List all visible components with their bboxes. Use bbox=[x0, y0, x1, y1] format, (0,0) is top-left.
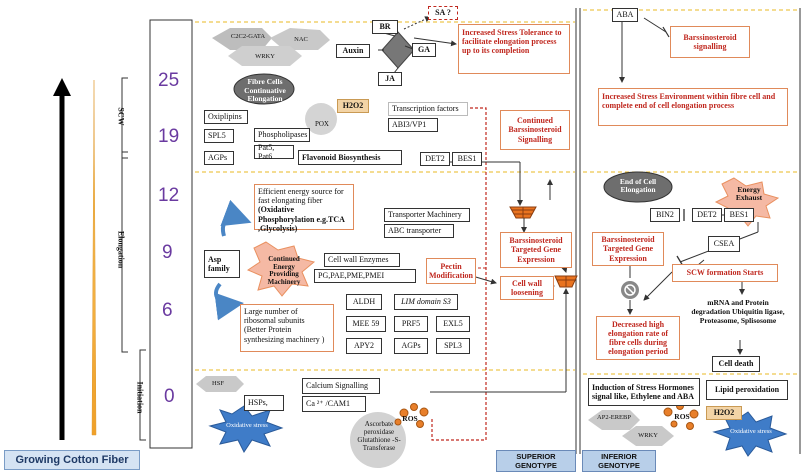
oxidative-stress-inferior: Oxidative stress bbox=[730, 428, 772, 435]
hormone-sa: SA ? bbox=[428, 6, 458, 20]
energy-source-text: Efficient energy source for fast elongat… bbox=[258, 187, 344, 206]
stage-scw-label: SCW bbox=[116, 107, 126, 126]
superior-genotype-label: SUPERIOR GENOTYPE bbox=[496, 450, 576, 472]
lipid-peroxidation-box: Lipid peroxidation bbox=[706, 380, 788, 400]
stage-day-25: 25 bbox=[158, 70, 180, 91]
apy2-box: APY2 bbox=[346, 338, 382, 354]
cell-death-box: Cell death bbox=[712, 356, 760, 372]
h2o2-inferior: H2O2 bbox=[706, 406, 742, 420]
hormone-ja: JA bbox=[378, 72, 402, 86]
ros-superior: ROS bbox=[402, 414, 418, 423]
det2-superior: DET2 bbox=[420, 152, 450, 166]
oxidative-star-superior bbox=[208, 405, 284, 453]
exl5-box: EXL5 bbox=[436, 316, 470, 332]
ascorbate-label: Ascorbate peroxidase Glutathione -S- Tra… bbox=[357, 420, 401, 453]
fiber-taper bbox=[91, 79, 97, 436]
stress-hormones-box: Induction of Stress Hormones signal like… bbox=[588, 378, 700, 406]
energy-exhaust-label: Energy Exhaust bbox=[735, 185, 763, 203]
br-targeted-inferior: Barssinosteroid Targeted Gene Expression bbox=[592, 232, 664, 266]
funnel-superior-2 bbox=[554, 275, 578, 288]
mee59-box: MEE 59 bbox=[346, 316, 386, 332]
stress-tolerance-box: Increased Stress Tolerance to facilitate… bbox=[458, 24, 570, 74]
agps-top-box: AGPs bbox=[204, 151, 234, 165]
stage-elongation-label: Elongation bbox=[116, 230, 126, 269]
tf-c2c2-gata-label: C2C2-GATA bbox=[230, 33, 266, 40]
prf5-box: PRF5 bbox=[394, 316, 428, 332]
stage-day-12: 12 bbox=[158, 185, 180, 206]
flavonoid-box: Flavonoid Biosynthesis bbox=[298, 150, 402, 165]
ribosomal-box: Large number of ribosomal subunits (Bett… bbox=[240, 304, 334, 352]
end-elongation-label: End of Cell Elongation bbox=[619, 177, 657, 195]
phospholipases-box: Phospholipases bbox=[254, 128, 310, 142]
scw-formation-box: SCW formation Starts bbox=[672, 264, 778, 282]
cell-wall-enzymes-box: Cell wall Enzymes bbox=[324, 253, 400, 267]
energy-source-box: Efficient energy source for fast elongat… bbox=[254, 184, 354, 233]
fibre-cells-label: Fibre Cells Continuative Elongation bbox=[244, 77, 286, 104]
hormone-ga: GA bbox=[412, 43, 436, 57]
lim-domain-box: LIM domain S3 bbox=[394, 294, 458, 310]
stage-day-19: 19 bbox=[158, 126, 180, 147]
hormone-br: BR bbox=[372, 20, 398, 34]
ca-cam1-box: Ca ²⁺ /CAM1 bbox=[302, 396, 366, 412]
continued-br-signalling-box: Continued Barssinosteroid Signalling bbox=[500, 110, 570, 150]
bin2-box: BIN2 bbox=[650, 208, 680, 222]
oxilipins-box: Oxiplipins bbox=[204, 110, 248, 124]
oxidative-stress-superior: Oxidative stress bbox=[226, 422, 268, 429]
hsps-box: HSPs, bbox=[244, 395, 284, 411]
br-targeted-superior: Barssinosteroid Targeted Gene Expression bbox=[500, 232, 572, 268]
ap2-erebp-label: AP2-EREBP bbox=[597, 414, 631, 421]
br-signalling-inferior: Barssinosteroid signalling bbox=[670, 26, 750, 58]
spl3-box: SPL3 bbox=[436, 338, 470, 354]
oxidative-star-inferior bbox=[712, 411, 788, 457]
stress-environment-box: Increased Stress Environment within fibr… bbox=[598, 88, 788, 126]
pat-box: Pat5, Pat6 bbox=[254, 143, 294, 161]
mrna-degradation-text: mRNA and Protein degradation Ubiquitin l… bbox=[691, 298, 785, 325]
ribosomal-detail: (Better Protein synthesizing machinery ) bbox=[244, 325, 325, 344]
growing-cotton-fiber-title: Growing Cotton Fiber bbox=[4, 450, 140, 470]
abc-transporter-box: ABC transporter bbox=[384, 224, 454, 238]
wrky-inferior-label: WRKY bbox=[638, 432, 658, 439]
bes1-inferior: BES1 bbox=[724, 208, 754, 222]
inhibit-symbol bbox=[621, 281, 639, 299]
det2-inferior: DET2 bbox=[692, 208, 722, 222]
funnel-superior-1 bbox=[509, 206, 537, 219]
inferior-genotype-label: INFERIOR GENOTYPE bbox=[582, 450, 656, 472]
transporter-machinery-box: Transporter Machinery bbox=[384, 208, 470, 222]
hsf-label: HSF bbox=[212, 380, 224, 387]
h2o2-superior: H2O2 bbox=[337, 99, 369, 113]
ribosomal-text: Large number of ribosomal subunits bbox=[244, 307, 305, 326]
ros-inferior: ROS bbox=[674, 412, 690, 421]
energy-machinery-label: Continued Energy Providing Machinery bbox=[267, 255, 301, 287]
cell-wall-loosening-box: Cell wall loosening bbox=[500, 276, 554, 300]
aba-box: ABA bbox=[612, 8, 638, 22]
cell-wall-pg-box: PG,PAE,PME,PMEI bbox=[314, 269, 416, 283]
decreased-elongation-box: Decreased high elongation rate of fibre … bbox=[596, 316, 680, 360]
hormone-auxin: Auxin bbox=[336, 44, 370, 58]
tf-wrky-label: WRKY bbox=[255, 53, 275, 60]
bes1-superior: BES1 bbox=[452, 152, 482, 166]
agps-bottom-box: AGPs bbox=[394, 338, 428, 354]
energy-source-pathways: (Oxidative Phosphorylation e.g.TCA ,Glyc… bbox=[258, 205, 345, 233]
asp-family-box: Asp family bbox=[204, 250, 240, 278]
tf-nac-label: NAC bbox=[294, 36, 308, 43]
abi3-box: ABI3/VP1 bbox=[388, 118, 438, 132]
growth-arrow bbox=[53, 78, 71, 440]
csea-box: CSEA bbox=[708, 236, 740, 252]
transcription-factors-box: Transcription factors bbox=[388, 102, 468, 116]
calcium-signalling-box: Calcium Signalling bbox=[302, 378, 380, 394]
pox-label: POX bbox=[314, 120, 329, 128]
stage-day-0: 0 bbox=[164, 386, 175, 407]
energy-starburst bbox=[246, 241, 316, 297]
pectin-modification-box: Pectin Modification bbox=[426, 258, 476, 284]
stage-initiation-label: Initiation bbox=[135, 381, 145, 414]
stage-day-9: 9 bbox=[162, 242, 173, 263]
stage-day-6: 6 bbox=[162, 300, 173, 321]
spl5-box: SPL5 bbox=[204, 129, 234, 143]
stage-brackets bbox=[121, 77, 146, 441]
aldh-box: ALDH bbox=[346, 294, 382, 310]
